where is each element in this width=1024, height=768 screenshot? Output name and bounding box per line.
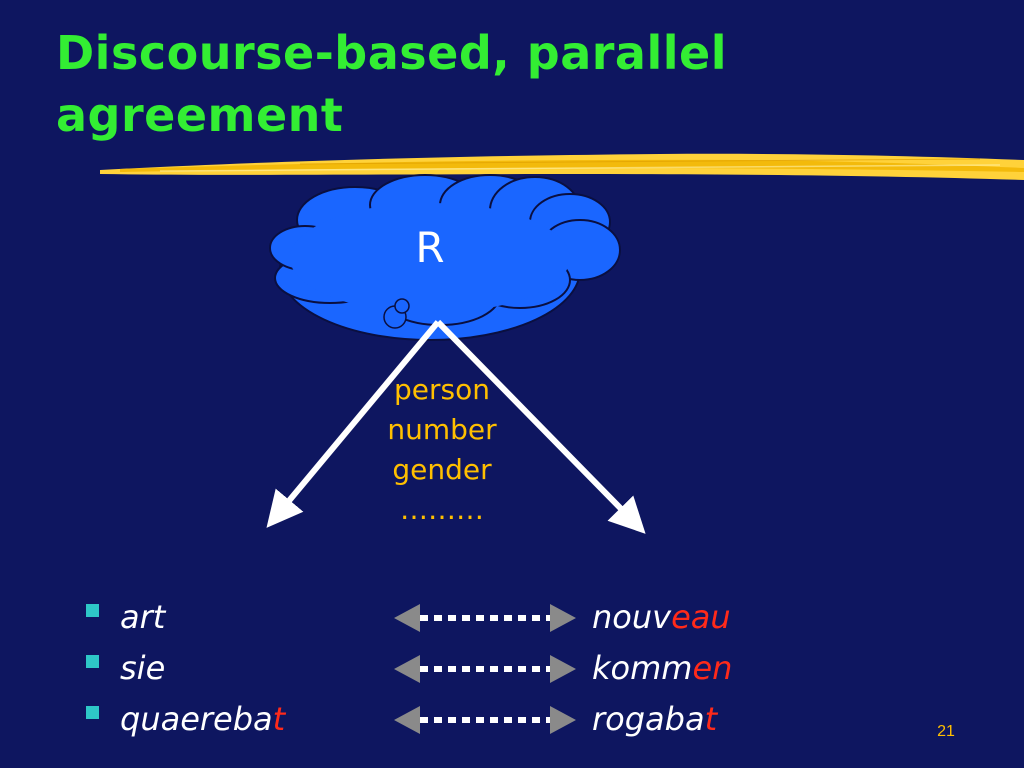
example-list: art nouveau sie kommen quaerebat <box>80 595 980 755</box>
example-left-word: sie <box>120 646 165 690</box>
page-number: 21 <box>926 722 966 742</box>
example-row: quaerebat rogabat <box>80 697 980 748</box>
feature-ellipsis: ……… <box>362 490 522 530</box>
square-bullet-icon <box>86 706 99 719</box>
example-left-word: art <box>120 595 165 639</box>
example-right-word: kommen <box>592 646 732 690</box>
agreement-features: person number gender ……… <box>362 370 522 530</box>
feature-gender: gender <box>362 450 522 490</box>
feature-person: person <box>362 370 522 410</box>
example-row: art nouveau <box>80 595 980 646</box>
example-right-word: rogabat <box>592 697 717 741</box>
double-arrow-icon <box>390 650 580 688</box>
double-arrow-icon <box>390 701 580 739</box>
example-left-word: quaerebat <box>120 697 285 741</box>
example-row: sie kommen <box>80 646 980 697</box>
cloud-label: R <box>380 222 480 274</box>
example-right-word: nouveau <box>592 595 731 639</box>
square-bullet-icon <box>86 655 99 668</box>
square-bullet-icon <box>86 604 99 617</box>
double-arrow-icon <box>390 599 580 637</box>
feature-number: number <box>362 410 522 450</box>
